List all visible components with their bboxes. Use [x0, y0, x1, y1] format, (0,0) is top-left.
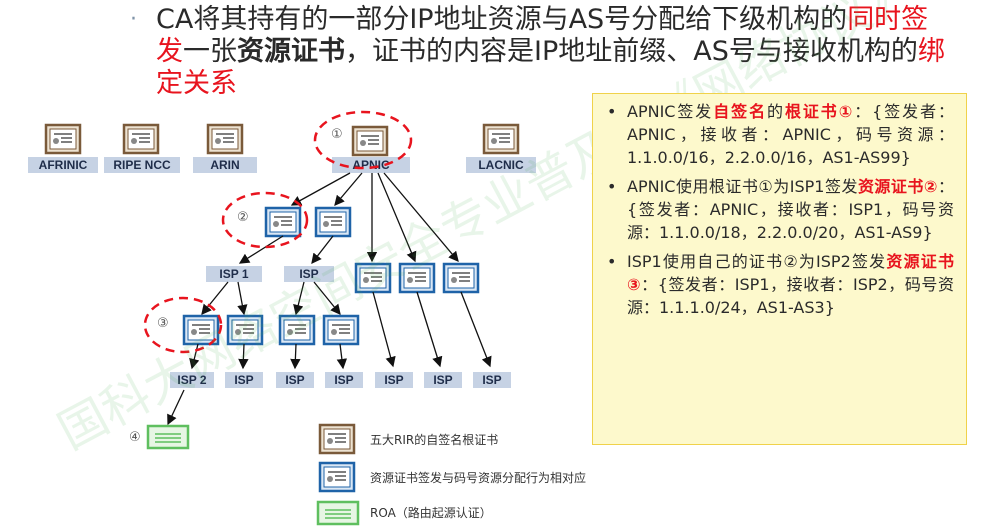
isp-label: ISP	[334, 373, 353, 387]
headline-part3: ，证书的内容是IP地址前缀、AS号与接收机构的	[345, 36, 918, 67]
rir-arin: ARIN	[193, 123, 257, 173]
marker-4: ④	[129, 430, 141, 445]
rir-lacnic: LACNIC	[466, 123, 536, 173]
info-1-pre: APNIC签发	[627, 102, 714, 121]
marker-2: ②	[237, 210, 249, 225]
rir-ripe: RIPE NCC	[104, 123, 180, 173]
highlight-ellipses	[143, 110, 413, 354]
headline: · CA将其持有的一部分IP地址资源与AS号分配给下级机构的同时签发一张资源证书…	[130, 4, 950, 100]
isp1-arrows	[238, 235, 334, 265]
isp-bottom-arrows	[189, 343, 348, 370]
rir-label-arin: ARIN	[210, 158, 239, 172]
info-box: •APNIC签发自签名的根证书①：{签发者：APNIC，接收者：APNIC，码号…	[592, 93, 967, 445]
isp-label: ISP	[234, 373, 253, 387]
info-3-red: 资源证书③	[627, 252, 954, 294]
legend: 五大RIR的自签名根证书 资源证书签发与码号资源分配行为相对应 ROA（路由起源…	[316, 423, 586, 526]
info-3-pre: ISP1使用自己的证书②为ISP2签发	[627, 252, 887, 271]
info-item-3: •ISP1使用自己的证书②为ISP2签发资源证书③：{签发者：ISP1，接收者：…	[607, 252, 955, 317]
info-2-post: ：{签发者：APNIC，接收者：ISP1，码号资源：1.1.0.0/18，2.2…	[627, 177, 954, 242]
isp2-label: ISP 2	[177, 373, 206, 387]
legend-roa-icon	[316, 500, 360, 526]
marker-3: ③	[157, 316, 169, 331]
info-1-red2: 根证书①	[784, 102, 855, 121]
isp-label: ISP	[384, 373, 403, 387]
isp-level1-label: ISP	[299, 267, 318, 281]
legend-root-text: 五大RIR的自签名根证书	[370, 432, 498, 447]
ellipse-2	[221, 191, 309, 249]
isp-label: ISP	[482, 373, 501, 387]
rir-label-ripe: RIPE NCC	[113, 158, 171, 172]
rir-afrinic: AFRINIC	[28, 123, 98, 173]
info-2-red: 资源证书②	[857, 177, 938, 196]
headline-part1: CA将其持有的一部分IP地址资源与AS号分配给下级机构的	[156, 4, 848, 35]
info-item-1: •APNIC签发自签名的根证书①：{签发者：APNIC，接收者：APNIC，码号…	[607, 102, 954, 167]
isp-level2-arrows	[201, 281, 492, 368]
apnic-arrows	[290, 172, 459, 263]
info-1-red1: 自签名	[713, 102, 768, 121]
legend-resource-cert-icon	[318, 461, 356, 493]
bullet-dot: ·	[130, 7, 137, 32]
headline-body: CA将其持有的一部分IP地址资源与AS号分配给下级机构的同时签发一张资源证书，证…	[156, 4, 950, 100]
isp-label: ISP	[433, 373, 452, 387]
resource-cert	[442, 262, 480, 294]
rir-label-apnic: APNIC	[352, 158, 390, 172]
info-1-mid: 的	[767, 102, 785, 121]
info-1-post: ：{签发者：APNIC，接收者：APNIC，码号资源：1.1.0.0/16，2.…	[627, 102, 954, 167]
ellipse-3	[143, 296, 223, 354]
info-item-2: •APNIC使用根证书①为ISP1签发资源证书②：{签发者：APNIC，接收者：…	[607, 177, 954, 242]
isp-label: ISP	[285, 373, 304, 387]
info-3-post: ：{签发者：ISP1，接收者：ISP2，码号资源：1.1.1.0/24，AS1-…	[627, 275, 955, 317]
legend-root-cert-icon	[318, 423, 356, 455]
roa-arrow	[167, 389, 185, 426]
ellipse-1	[313, 110, 413, 170]
headline-highlight1: 同时签发	[156, 4, 929, 67]
info-2-pre: APNIC使用根证书①为ISP1签发	[627, 177, 858, 196]
legend-resource-text: 资源证书签发与码号资源分配行为相对应	[370, 470, 586, 485]
headline-part2: 一张	[183, 36, 237, 67]
headline-highlight2: 绑定关系	[156, 36, 945, 99]
roa-cert	[146, 424, 190, 450]
rir-label-afrinic: AFRINIC	[39, 158, 88, 172]
isp-level2-row: ISP 2 ISP ISP ISP ISP ISP ISP	[170, 372, 511, 388]
resource-cert-2	[264, 206, 302, 238]
headline-bold: 资源证书	[237, 36, 345, 67]
legend-roa-text: ROA（路由起源认证）	[370, 505, 492, 520]
marker-1: ①	[331, 127, 343, 142]
resource-cert	[314, 206, 352, 238]
isp1-label: ISP 1	[219, 267, 248, 281]
rir-label-lacnic: LACNIC	[478, 158, 524, 172]
